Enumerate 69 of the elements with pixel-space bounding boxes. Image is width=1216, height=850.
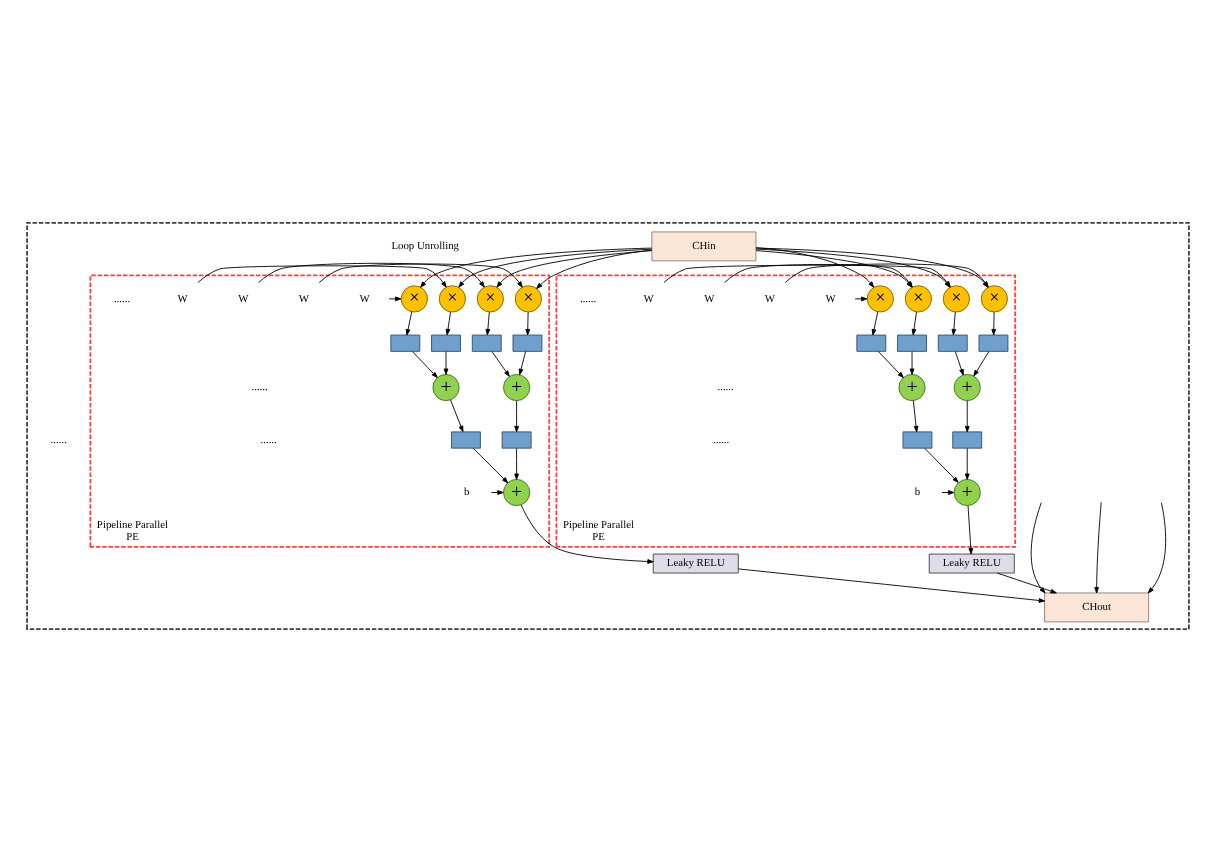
arrow [318,262,523,287]
node-box [897,333,927,351]
arrow [518,350,527,375]
node-circle: × [400,284,428,312]
node-circle: × [904,284,932,312]
arrow [996,571,1057,593]
node-circle: × [980,284,1008,312]
arrow [420,246,653,287]
node-box [902,430,933,448]
arrow [964,446,970,479]
node-box [952,430,983,448]
node-box [501,430,532,448]
arrow [755,249,913,287]
arrow [491,350,510,376]
arrow [967,504,974,554]
arrow [951,310,957,335]
node-box [512,333,543,351]
arrow [755,246,989,287]
arrow [411,350,438,377]
node-box [431,333,461,351]
arrow [755,247,951,287]
arrow [871,310,879,335]
arrow [514,399,519,432]
arrow [954,350,964,375]
arrow [496,249,653,287]
node-circle: + [953,372,981,401]
arrow [973,350,990,376]
arrow [445,310,451,335]
arrow [458,247,653,287]
arrow [520,503,654,563]
arrow [450,398,464,432]
arrow [1147,501,1167,593]
arrow [755,246,875,287]
node-circle: × [942,284,970,312]
node-box [937,333,968,351]
cluster [26,220,1190,630]
arrow [514,446,519,479]
node-circle: × [866,284,894,312]
arrow [258,261,485,287]
arrow [443,350,449,374]
arrow [197,264,447,287]
arrow [663,263,951,287]
node-box [471,333,502,351]
arrow [964,399,970,432]
node-circle: × [514,284,542,312]
node-circle: × [476,284,504,312]
arrow [525,310,531,335]
arrow [991,310,997,335]
arrow [912,399,919,432]
arrow [405,310,413,335]
arrow [877,350,904,377]
arrow [854,295,868,301]
arrow [472,446,509,483]
arrow [738,567,1046,602]
arrow [784,262,989,287]
arrow [485,310,491,335]
node-circle: + [503,372,531,401]
node-box [390,333,421,351]
node-box [451,430,481,448]
arrow [1030,501,1046,593]
arrow [388,295,402,301]
arrow [724,263,913,287]
node-box [978,333,1009,351]
arrow [909,350,915,374]
node-box [856,333,887,351]
arrow [1094,501,1102,593]
arrow [911,310,917,335]
node-circle: × [438,284,466,312]
arrow [924,446,959,482]
